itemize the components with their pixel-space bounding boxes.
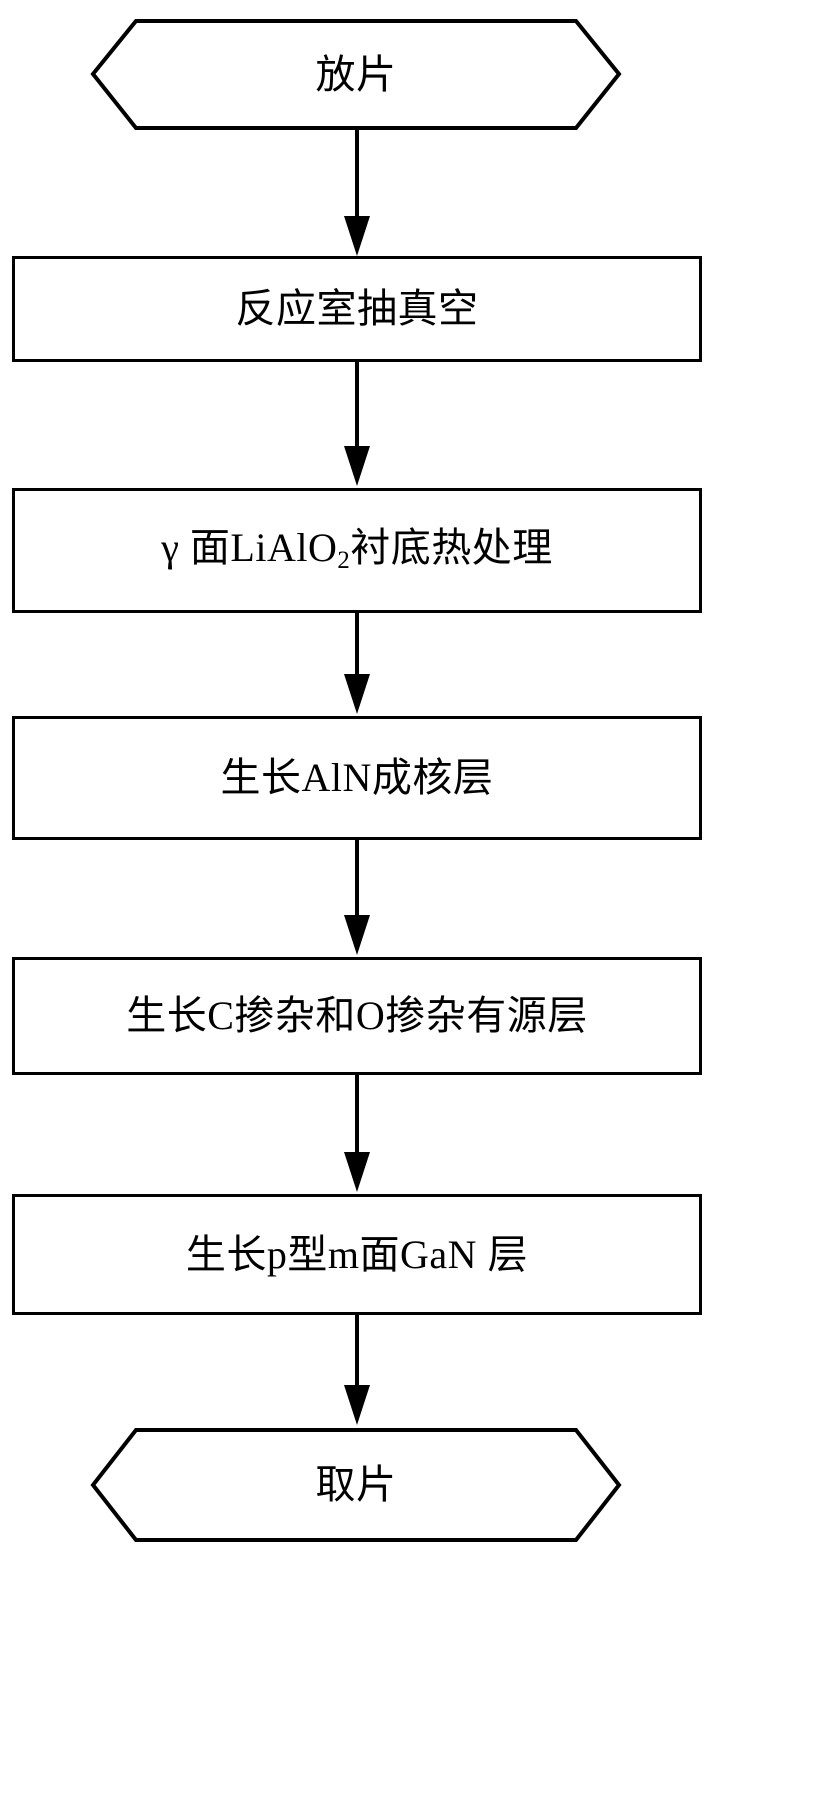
node-end-unload-wafer[interactable]: 取片 (90, 1427, 622, 1543)
node-step4-label: 生长C掺杂和O掺杂有源层 (126, 993, 588, 1038)
node-start-load-wafer[interactable]: 放片 (90, 18, 622, 131)
node-step1-label: 反应室抽真空 (235, 286, 479, 331)
node-step2-label: γ 面LiAlO2衬底热处理 (161, 524, 553, 574)
node-step2-label-prefix: γ 面LiAlO (161, 524, 338, 570)
node-step3-label: 生长AlN成核层 (220, 755, 494, 800)
node-step5-grow-p-type-gan-layer[interactable]: 生长p型m面GaN 层 (12, 1194, 702, 1315)
node-end-label: 取片 (315, 1462, 397, 1507)
node-start-label: 放片 (315, 51, 397, 97)
node-step2-label-subscript: 2 (337, 546, 351, 574)
edge-step5-to-end (344, 1315, 370, 1425)
node-step2-substrate-heat-treatment[interactable]: γ 面LiAlO2衬底热处理 (12, 488, 702, 613)
edge-start-to-step1 (344, 130, 370, 256)
node-step1-evacuate-chamber[interactable]: 反应室抽真空 (12, 256, 702, 362)
hexagon-shape-end (90, 1428, 622, 1542)
node-step5-label: 生长p型m面GaN 层 (185, 1231, 529, 1277)
node-step3-grow-aln-nucleation-layer[interactable]: 生长AlN成核层 (12, 716, 702, 840)
hexagon-shape-start (90, 19, 622, 130)
edge-step3-to-step4 (344, 840, 370, 955)
node-step4-grow-doped-active-layer[interactable]: 生长C掺杂和O掺杂有源层 (12, 957, 702, 1075)
edge-step4-to-step5 (344, 1075, 370, 1192)
edge-step1-to-step2 (344, 362, 370, 486)
node-step2-label-suffix: 衬底热处理 (350, 524, 553, 570)
edge-step2-to-step3 (344, 613, 370, 714)
